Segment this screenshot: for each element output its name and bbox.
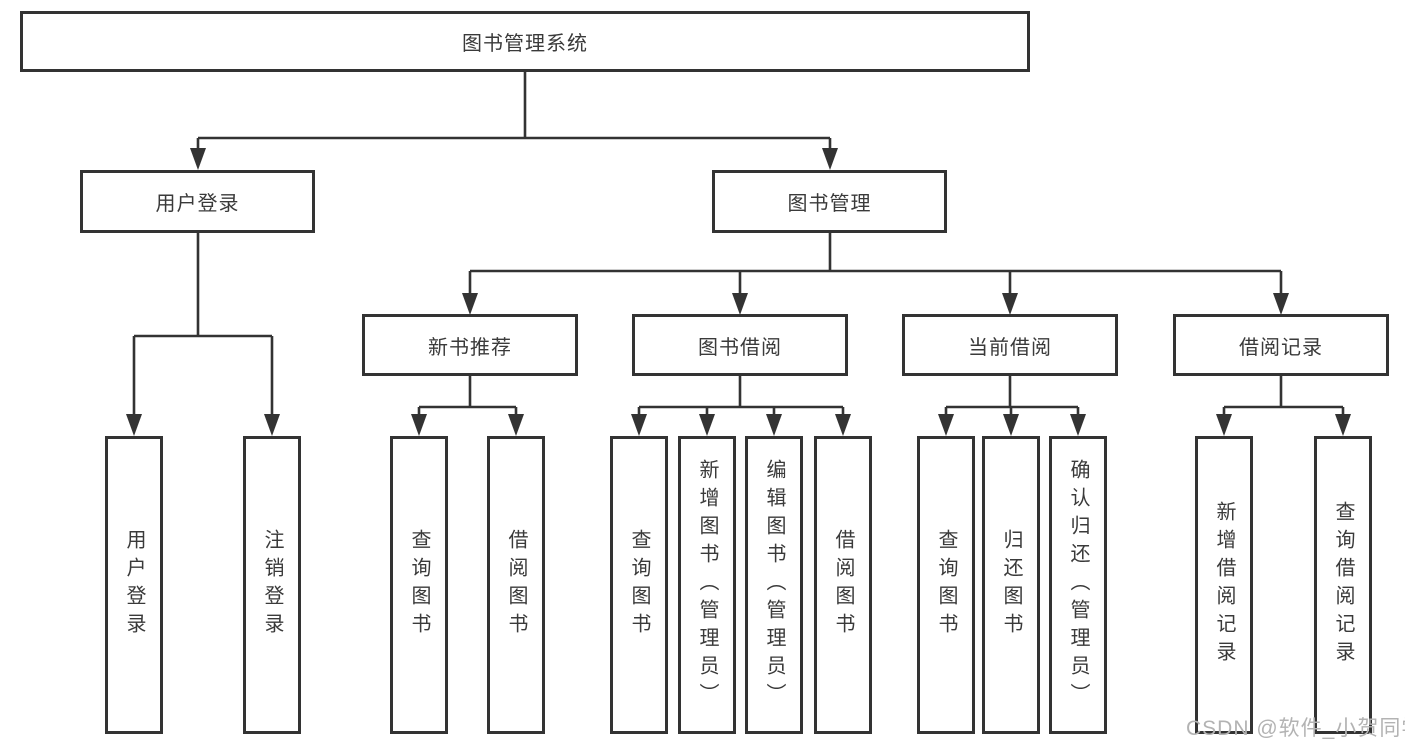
node-current-confirm-return-admin: 确认归还（管理员） (1049, 436, 1107, 734)
node-newbook-query-books: 查询图书 (390, 436, 448, 734)
arrowhead (411, 414, 427, 436)
arrowhead (190, 148, 206, 170)
node-label: 借阅图书 (832, 529, 854, 641)
arrowhead (822, 148, 838, 170)
connector-book-borrow-children (631, 376, 851, 436)
node-label: 查询图书 (935, 529, 957, 641)
node-label: 新增借阅记录 (1213, 501, 1235, 669)
node-label: 查询借阅记录 (1332, 501, 1354, 669)
node-current-return-books: 归还图书 (982, 436, 1040, 734)
node-current-query-books: 查询图书 (917, 436, 975, 734)
node-label: 查询图书 (408, 529, 430, 641)
node-user-login: 用户登录 (80, 170, 315, 233)
arrowhead (1002, 293, 1018, 315)
node-label: 新书推荐 (428, 336, 512, 359)
node-label: 用户登录 (123, 529, 145, 641)
node-borrow-add-books-admin: 新增图书（管理员） (678, 436, 736, 734)
node-book-management: 图书管理 (712, 170, 947, 233)
arrowhead (631, 414, 647, 436)
arrowhead (264, 414, 280, 436)
node-label: 编辑图书（管理员） (763, 459, 785, 711)
node-records-add-record: 新增借阅记录 (1195, 436, 1253, 734)
node-borrow-query-books: 查询图书 (610, 436, 668, 734)
connector-new-book-children (411, 376, 524, 436)
arrowhead (699, 414, 715, 436)
node-borrow-records: 借阅记录 (1173, 314, 1389, 376)
node-label: 图书借阅 (698, 336, 782, 359)
node-logout: 注销登录 (243, 436, 301, 734)
node-current-borrowing: 当前借阅 (902, 314, 1118, 376)
arrowhead (938, 414, 954, 436)
node-label: 新增图书（管理员） (696, 459, 718, 711)
arrowhead (126, 414, 142, 436)
connector-root-to-level2 (190, 72, 838, 170)
node-label: 当前借阅 (968, 336, 1052, 359)
arrowhead (1273, 293, 1289, 315)
arrowhead (732, 293, 748, 315)
arrowhead (835, 414, 851, 436)
node-newbook-borrow-books: 借阅图书 (487, 436, 545, 734)
arrowhead (462, 293, 478, 315)
arrowhead (766, 414, 782, 436)
arrowhead (508, 414, 524, 436)
node-new-book-recommend: 新书推荐 (362, 314, 578, 376)
node-label: 用户登录 (155, 193, 240, 215)
node-label: 借阅图书 (505, 529, 527, 641)
arrowhead (1070, 414, 1086, 436)
csdn-watermark: CSDN @软件_小贺同学 (1186, 717, 1405, 740)
node-borrow-edit-books-admin: 编辑图书（管理员） (745, 436, 803, 734)
node-label: 借阅记录 (1239, 336, 1323, 359)
node-borrow-borrow-books: 借阅图书 (814, 436, 872, 734)
node-label: 注销登录 (261, 529, 283, 641)
arrowhead (1003, 414, 1019, 436)
node-book-borrowing: 图书借阅 (632, 314, 848, 376)
node-records-query-record: 查询借阅记录 (1314, 436, 1372, 734)
arrowhead (1216, 414, 1232, 436)
connector-user-login-children (126, 233, 280, 436)
connector-book-mgmt-children (462, 233, 1289, 315)
connector-current-borrow-children (938, 376, 1086, 436)
node-label: 确认归还（管理员） (1067, 459, 1089, 711)
node-label: 图书管理系统 (462, 33, 588, 55)
node-label: 图书管理 (787, 193, 872, 215)
arrowhead (1335, 414, 1351, 436)
node-library-system: 图书管理系统 (20, 11, 1030, 72)
node-label: 查询图书 (628, 529, 650, 641)
node-label: 归还图书 (1000, 529, 1022, 641)
node-login: 用户登录 (105, 436, 163, 734)
connector-borrow-records-children (1216, 376, 1351, 436)
